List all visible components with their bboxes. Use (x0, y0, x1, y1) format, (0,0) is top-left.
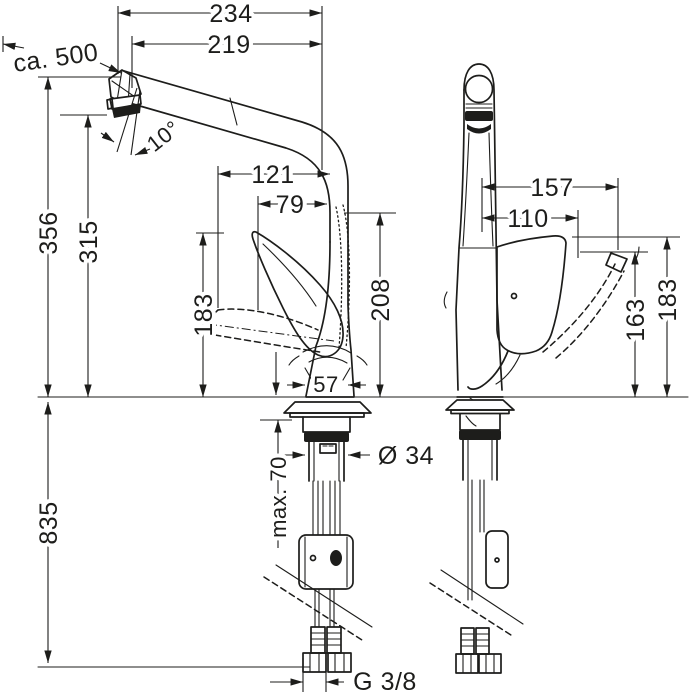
dimensions: 234 219 ca. 500 10° 356 (2, 0, 686, 700)
side-view (106, 69, 373, 673)
spray-head (106, 69, 142, 118)
dim-356-label: 356 (35, 211, 63, 254)
connectors-front (455, 627, 502, 674)
front-view (429, 63, 640, 674)
dim-315: 315 (60, 114, 107, 397)
dim-183-side: 183 (186, 232, 224, 397)
hoses-weight-front (429, 479, 524, 674)
dim-183-front-label: 183 (654, 278, 682, 321)
handle-side (207, 230, 344, 358)
handle-front (443, 235, 640, 405)
spout (123, 70, 351, 349)
dim-163: 163 (580, 251, 654, 397)
dim-835: 835 (31, 402, 67, 663)
dim-234: 234 (117, 0, 323, 170)
dim-57: 57 (287, 368, 366, 401)
hoses-weight-side (263, 480, 373, 673)
dim-219-label: 219 (207, 31, 250, 59)
dim-356: 356 (31, 76, 121, 397)
dim-g38: G 3/8 (270, 658, 420, 700)
dim-234-label: 234 (209, 0, 252, 28)
dim-max70-label: max. 70 (266, 456, 291, 538)
dim-ca500: ca. 500 (2, 34, 122, 82)
dim-angle-label: 10° (142, 116, 185, 157)
dim-121: 121 (217, 157, 330, 308)
counter-top-line (37, 396, 689, 668)
dim-g38-label: G 3/8 (353, 668, 417, 696)
dim-835-label: 835 (35, 501, 63, 544)
dim-208: 208 (344, 212, 399, 397)
dim-208-label: 208 (367, 278, 395, 321)
dim-57-label: 57 (313, 372, 338, 397)
connectors-side (302, 626, 352, 673)
dim-dia34-label: Ø 34 (378, 442, 434, 470)
dim-79: 79 (257, 187, 327, 310)
column-front (455, 63, 504, 398)
dim-110-label: 110 (507, 205, 548, 233)
dim-ca500-label: ca. 500 (12, 38, 101, 78)
escutcheon-front (445, 399, 515, 481)
dim-dia34: Ø 34 (283, 438, 438, 474)
dim-110: 110 (482, 201, 579, 258)
dim-max70: max. 70 (260, 419, 295, 548)
dim-157: 157 (481, 170, 619, 250)
escutcheon-side (283, 401, 372, 482)
dim-163-label: 163 (622, 298, 650, 341)
dim-157-label: 157 (530, 174, 573, 202)
dim-315-label: 315 (75, 220, 103, 263)
dim-121-label: 121 (251, 161, 294, 189)
dim-219: 219 (131, 27, 322, 88)
dim-183-side-label: 183 (190, 293, 218, 336)
dim-79-label: 79 (276, 191, 305, 219)
dim-183-front: 183 (572, 236, 686, 397)
